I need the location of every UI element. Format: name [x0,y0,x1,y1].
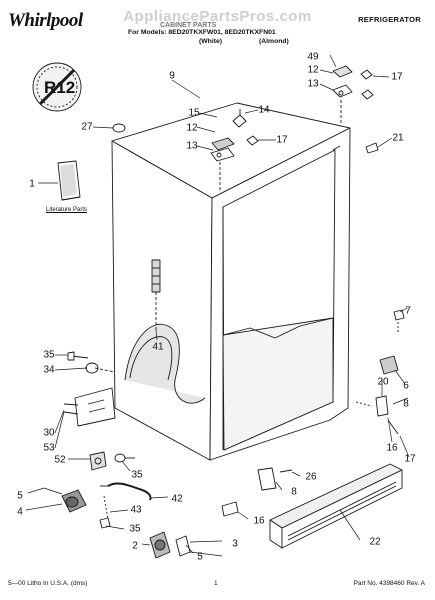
callout-13: 13 [186,140,198,152]
drain-hose [99,482,152,529]
toe-grille [269,463,403,549]
compressor-mount [43,487,87,513]
callout-35-lower: 35 [131,469,143,481]
callout-13-right: 13 [307,78,319,90]
footer-print-info: 5—00 Litho In U.S.A. (dms) [8,580,88,587]
screw-group-left [67,351,116,374]
callout-35-bottom: 35 [129,523,141,535]
model-numbers: For Models: 8ED20TKXFW01, 8ED20TKXFN01 [128,29,276,36]
mount-bracket-center [221,467,293,517]
hinge-assembly-left [210,109,259,192]
callout-22: 22 [369,536,381,548]
literature-parts-label: Literature Parts [46,207,88,213]
callout-8-right: 8 [403,398,409,410]
callout-2: 2 [132,540,138,552]
callout-7: 7 [405,305,411,317]
callout-52: 52 [54,454,66,466]
variant-almond: (Almond) [259,38,289,45]
brand-logo: Whirlpool [8,10,83,31]
right-door-bracket [355,309,405,435]
footer-page-number: 1 [214,580,218,587]
callout-43: 43 [130,504,142,516]
callout-17: 17 [276,134,288,146]
callout-12: 12 [186,122,198,134]
callout-5: 5 [17,490,23,502]
cabinet-plug [112,123,126,133]
callout-14: 14 [258,104,270,116]
callout-35: 35 [43,349,55,361]
callout-42: 42 [171,493,183,505]
cabinet-body [111,102,351,461]
drain-tube [151,259,161,330]
callout-1: 1 [29,178,35,190]
callout-12-right: 12 [307,64,319,76]
clip-and-grommet [89,451,135,471]
callout-4: 4 [17,506,23,518]
callout-5-bottom: 5 [197,551,203,563]
callout-41: 41 [152,341,164,353]
callout-49: 49 [307,51,319,63]
callout-27: 27 [81,121,93,133]
callout-21: 21 [392,132,404,144]
water-valve [149,531,191,559]
callout-30: 30 [43,427,55,439]
callout-20: 20 [377,376,389,388]
callout-17-right: 17 [391,71,403,83]
diagram-title: CABINET PARTS [160,22,217,29]
plug-right [365,142,379,154]
callout-15: 15 [188,107,200,119]
variant-white: (White) [199,38,223,45]
footer-part-number: Part No. 4398460 Rev. A [353,580,425,587]
callout-53: 53 [43,442,55,454]
appliance-category: REFRIGERATOR [358,15,421,24]
literature-booklet [57,160,81,201]
callout-17-bottom: 17 [404,453,416,465]
watermark-text: AppliancePartsPros.com [123,8,312,25]
r12-badge [32,62,82,112]
compressor-bracket [63,387,116,427]
r12-badge-text: R12 [44,78,76,97]
callout-16-right: 16 [386,442,398,454]
hinge-assembly-right [332,65,374,124]
leader-lines [25,54,410,557]
callout-9: 9 [169,70,175,82]
callout-8: 8 [291,486,297,498]
callout-26: 26 [305,471,317,483]
callout-6: 6 [403,380,409,392]
callout-34: 34 [43,364,55,376]
callout-16: 16 [253,515,265,527]
callout-3: 3 [232,538,238,550]
